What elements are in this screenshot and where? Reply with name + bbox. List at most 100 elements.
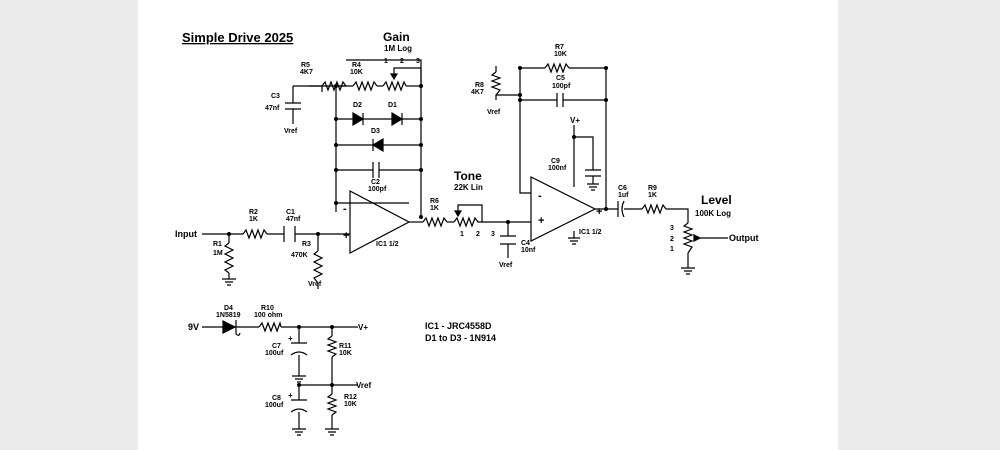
input-label: Input	[175, 229, 197, 239]
tone-label: Tone	[454, 169, 482, 183]
c1-value: 47nf	[286, 216, 301, 223]
c1-name: C1	[286, 209, 295, 216]
r12-value: 10K	[344, 401, 357, 408]
r3-name: R3	[302, 241, 311, 248]
power-wiring	[202, 325, 358, 436]
c6-capacitor	[617, 200, 625, 218]
r8-value: 4K7	[471, 89, 484, 96]
r1-name: R1	[213, 241, 222, 248]
r8-resistor	[490, 71, 502, 96]
c5-value: 100pf	[552, 83, 571, 90]
ic-note: IC1 - JRC4558D	[425, 321, 492, 331]
r11-name: R11	[339, 343, 352, 350]
ic1a-minus: -	[343, 203, 347, 215]
gain-value: 1M Log	[384, 44, 412, 53]
output-label: Output	[729, 233, 759, 243]
level-potentiometer	[682, 222, 702, 254]
d4-diode	[222, 320, 241, 336]
gain-potentiometer	[382, 67, 422, 92]
gain-label: Gain	[383, 30, 410, 44]
ic1a-opamp	[349, 190, 411, 254]
c3-vref-label: Vref	[284, 128, 298, 135]
r7-name: R7	[555, 44, 564, 51]
ic1b-opamp	[530, 176, 597, 242]
r2-resistor	[242, 228, 268, 240]
r4-resistor	[352, 80, 378, 92]
r10-value: 100 ohm	[254, 312, 282, 319]
r12-name: R12	[344, 394, 357, 401]
ic1a-plus: +	[343, 230, 349, 242]
r2-value: 1K	[249, 216, 258, 223]
c8-capacitor	[290, 399, 308, 413]
c9-name: C9	[551, 158, 560, 165]
level-label: Level	[701, 193, 732, 207]
ic1b-label: IC1 1/2	[579, 229, 602, 236]
level-pin3: 3	[670, 225, 674, 232]
r5-name: R5	[301, 62, 310, 69]
tone-pin2: 2	[476, 231, 480, 238]
r3-resistor	[312, 250, 324, 284]
r9-name: R9	[648, 185, 657, 192]
gain-pin1: 1	[384, 58, 388, 65]
feedback-network-2	[495, 66, 608, 211]
ic1b-minus: -	[538, 190, 542, 202]
ic1b-plus: +	[538, 215, 544, 227]
r6-name: R6	[430, 198, 439, 205]
r11-value: 10K	[339, 350, 352, 357]
tone-value: 22K Lin	[454, 183, 483, 192]
c3-value: 47nf	[265, 105, 280, 112]
r4-name: R4	[352, 62, 361, 69]
input-wiring	[202, 59, 422, 289]
supply-vref-label: Vref	[356, 381, 371, 390]
r5-value: 4K7	[300, 69, 313, 76]
ic1b-out-plus: +	[596, 206, 602, 218]
tone-wiring	[409, 220, 531, 258]
c7-value: 100uf	[265, 350, 284, 357]
circuit-schematic: Simple Drive 2025 Input R1 1M R2 1K C1 4…	[175, 30, 759, 436]
c2-value: 100pf	[368, 186, 387, 193]
r10-name: R10	[261, 305, 274, 312]
c6-name: C6	[618, 185, 627, 192]
tone-potentiometer	[453, 204, 483, 228]
gain-pin2: 2	[400, 58, 404, 65]
r6-resistor	[422, 216, 448, 228]
d2-diode	[352, 111, 365, 127]
c1-capacitor	[283, 226, 296, 242]
r1-value: 1M	[213, 250, 223, 257]
c8-name: C8	[272, 395, 281, 402]
c4-capacitor	[500, 235, 516, 245]
c3-capacitor	[285, 86, 301, 124]
c8-value: 100uf	[265, 402, 284, 409]
c2-capacitor	[372, 162, 380, 178]
d4-value: 1N5819	[216, 312, 241, 319]
r7-value: 10K	[554, 51, 567, 58]
ic1a-label: IC1 1/2	[376, 241, 399, 248]
level-value: 100K Log	[695, 209, 731, 218]
tone-pin3: 3	[491, 231, 495, 238]
r10-resistor	[258, 320, 282, 333]
c4-vref-label: Vref	[499, 262, 513, 269]
d3-name: D3	[371, 128, 380, 135]
d1-diode	[391, 111, 404, 127]
nine-v-label: 9V	[188, 322, 199, 332]
r8-name: R8	[475, 82, 484, 89]
c8-plus: +	[288, 391, 293, 400]
schematic-title: Simple Drive 2025	[182, 30, 293, 45]
r1-resistor	[222, 242, 236, 286]
r9-value: 1K	[648, 192, 657, 199]
c7-capacitor	[290, 342, 308, 356]
c4-name: C4	[521, 240, 530, 247]
tone-pin1: 1	[460, 231, 464, 238]
r8-vref-label: Vref	[487, 109, 501, 116]
r3-vref-label: Vref	[308, 281, 322, 288]
r4-value: 10K	[350, 69, 363, 76]
c3-name: C3	[271, 93, 280, 100]
feedback-network-1	[334, 84, 423, 219]
diode-note: D1 to D3 - 1N914	[425, 333, 496, 343]
ic1b-vplus-label: V+	[570, 116, 580, 125]
r11-resistor	[326, 335, 338, 358]
r6-value: 1K	[430, 205, 439, 212]
c7-plus: +	[288, 334, 293, 343]
level-pin1: 1	[670, 246, 674, 253]
d3-diode	[371, 137, 384, 153]
